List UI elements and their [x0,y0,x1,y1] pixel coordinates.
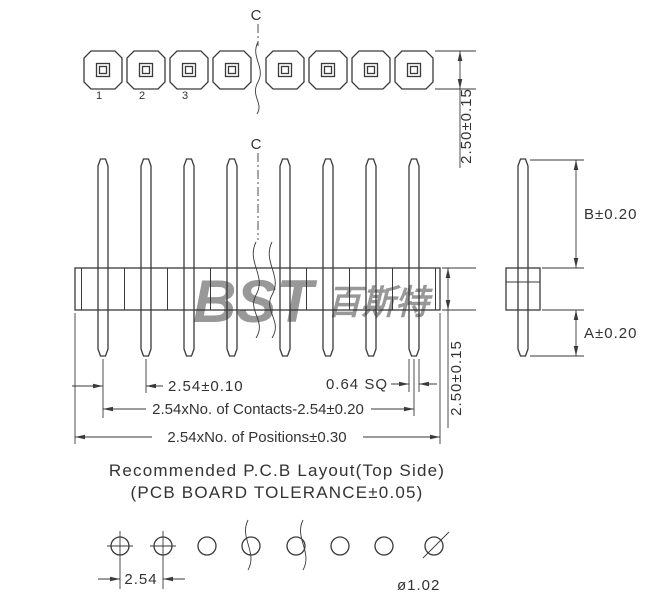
pcb-layout: Recommended P.C.B Layout(Top Side) (PCB … [98,461,450,594]
extension-lines [530,159,584,357]
pin [322,158,334,357]
pin-number: 3 [182,90,188,102]
break-line [268,241,276,339]
break-line [300,519,307,571]
pin [140,158,152,357]
pad [126,50,166,90]
dimension-text: 2.54xNo. of Contacts-2.54±0.20 [152,401,364,418]
arrowhead [75,434,85,440]
contacts-span-dimension: 2.54xNo. of Contacts-2.54±0.20 [103,359,415,418]
pin-number: 2 [139,90,145,102]
pcb-title: Recommended P.C.B Layout(Top Side) [109,461,445,480]
insulator-height-dimension: 2.50±0.15 [442,267,476,428]
pin-number: 1 [96,90,102,102]
pad [265,50,305,90]
pitch-dimension: 2.54±0.10 [72,359,244,418]
dimension-text: A±0.20 [584,325,637,342]
dimension-a: A±0.20 [573,310,637,356]
section-label-c-front: C [251,136,262,153]
pcb-hole [286,536,306,556]
top-view: 1 2 3 C 2.50±0.15 [83,7,476,168]
top-height-dimension: 2.50±0.15 [435,50,476,168]
housing-separators [81,268,436,310]
dimension-text: 0.64 SQ [326,376,388,393]
arrowhead [573,346,579,356]
arrowhead [430,434,440,440]
arrowhead [457,51,463,61]
arrowhead [399,381,409,387]
side-view: B±0.20 A±0.20 [505,158,637,357]
pin [517,158,529,357]
section-label-c-top: C [251,7,262,24]
arrowhead [110,576,120,582]
dimension-text: 2.50±0.15 [458,88,475,164]
dimension-b: B±0.20 [573,160,637,268]
insulator-housing-side [505,267,541,311]
arrowhead [146,383,156,389]
pcb-hole [424,536,444,556]
dimension-text: 2.54xNo. of Positions±0.30 [167,429,346,446]
pad [169,50,209,90]
break-line [245,519,252,571]
dimension-text: B±0.20 [584,206,637,223]
arrowhead [103,406,113,412]
pcb-pitch-dimension: 2.54 [98,571,185,588]
pcb-hole [330,536,350,556]
pad [351,50,391,90]
hole-diameter-leader [422,531,450,559]
pcb-hole [241,536,261,556]
pin [365,158,377,357]
watermark-latin: BST [193,268,317,335]
pad [212,50,252,90]
arrowhead [93,383,103,389]
pin [97,158,109,357]
arrowhead [573,258,579,268]
pin-square-dimension: 0.64 SQ [326,359,437,393]
pcb-subtitle: (PCB BOARD TOLERANCE±0.05) [130,483,423,502]
arrowhead [457,79,463,89]
insulator-housing [74,267,441,311]
pad [394,50,434,90]
arrowhead [573,160,579,170]
arrowhead [419,381,429,387]
watermark-cjk: 百斯特 [327,284,433,322]
hole-diameter-text: ø1.02 [397,577,440,594]
arrowhead [445,268,451,278]
dimension-text: 2.54±0.10 [168,378,244,395]
positions-span-dimension: 2.54xNo. of Positions±0.30 [74,313,441,446]
break-line [252,241,260,339]
watermark: BST 百斯特 [193,268,433,335]
arrowhead [573,310,579,320]
pad [83,50,123,90]
pcb-hole [197,536,217,556]
front-view: C 2.50±0.15 2.54±0.10 0.64 SQ [72,136,476,446]
pad [308,50,348,90]
break-line [255,41,261,115]
arrowhead [404,406,414,412]
arrowhead [163,576,173,582]
dimension-text: 2.54 [124,571,157,588]
pcb-hole [374,536,394,556]
pin [408,158,420,357]
dimension-text: 2.50±0.15 [448,340,465,416]
arrowhead [445,300,451,310]
